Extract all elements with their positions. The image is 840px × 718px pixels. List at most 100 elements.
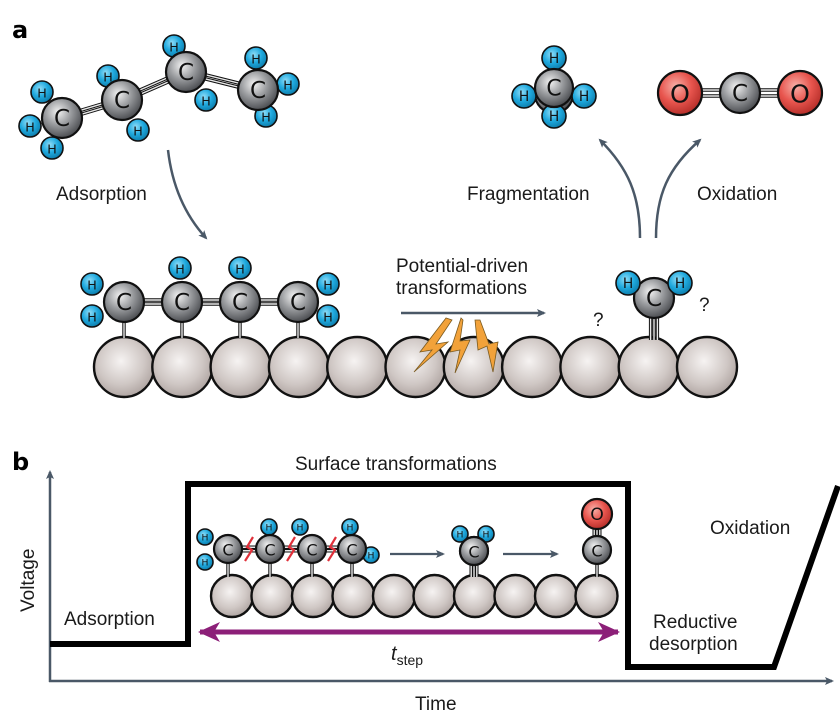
hydrogen-atom: H	[667, 270, 693, 296]
carbon-atom: C	[236, 68, 280, 112]
atom-symbol: H	[103, 70, 113, 85]
atom-sphere	[228, 256, 252, 280]
atom-sphere	[196, 553, 214, 571]
hydrogen-atom: H	[80, 304, 104, 328]
carbon-atom: C	[581, 534, 613, 566]
atom-symbol: H	[235, 262, 245, 277]
hydrogen-atom: H	[316, 304, 340, 328]
atom-symbol: C	[468, 543, 479, 562]
carbon-atom: C	[254, 533, 286, 565]
x-axis-label: Time	[415, 694, 457, 715]
oxidation-label-b: Oxidation	[710, 518, 790, 539]
reductive-label-line2: desorption	[649, 634, 738, 655]
hydrogen-atom: H	[571, 83, 597, 109]
atom-symbol: H	[323, 278, 333, 293]
atom-sphere	[580, 497, 614, 531]
hydrogen-atom: H	[126, 118, 150, 142]
lightning-bolts	[413, 317, 499, 374]
atom-sphere	[316, 272, 340, 296]
atom-sphere	[168, 256, 192, 280]
atom-symbol: H	[549, 51, 559, 67]
surface-atom	[326, 335, 389, 399]
atom-sphere	[451, 525, 469, 543]
atom-symbol: H	[202, 533, 209, 544]
atom-sphere	[80, 304, 104, 328]
atom-symbol: H	[175, 262, 185, 277]
atom-symbol: H	[87, 310, 97, 325]
oxygen-atom: O	[580, 497, 614, 531]
bond-break-mark	[327, 536, 337, 562]
atom-symbol: H	[169, 40, 179, 55]
atom-symbol: H	[47, 142, 57, 157]
hydrogen-atom: H	[40, 136, 64, 160]
transform-label-line2: transformations	[396, 278, 527, 299]
hydrogen-atom: H	[30, 80, 54, 104]
carbon-atom: C	[102, 280, 146, 324]
surface-atom	[533, 573, 579, 619]
atom-symbol: C	[250, 78, 266, 104]
atom-sphere	[336, 533, 368, 565]
hydrogen-atom: H	[18, 114, 42, 138]
surface-atom	[209, 335, 272, 399]
atom-symbol: H	[347, 523, 354, 534]
hydrogen-atom: H	[196, 553, 214, 571]
hydrogen-atom: H	[276, 72, 300, 96]
atom-symbol: C	[290, 290, 306, 316]
hydrogen-atom: H	[228, 256, 252, 280]
surface-atom	[574, 573, 619, 619]
atom-sphere	[196, 528, 214, 546]
atom-symbol: H	[675, 276, 685, 292]
oxygen-atom: O	[656, 69, 704, 117]
surface-atom	[371, 573, 417, 619]
atom-symbol: H	[261, 110, 271, 125]
atom-sphere	[667, 270, 693, 296]
surface-atom	[452, 573, 498, 619]
atom-symbol: C	[232, 290, 248, 316]
carbon-atom: C	[276, 280, 320, 324]
hydrogen-atom: H	[291, 518, 309, 536]
surface-a	[92, 335, 739, 399]
atom-sphere	[581, 534, 613, 566]
atom-sphere	[254, 533, 286, 565]
atom-symbol: H	[623, 276, 633, 292]
atom-sphere	[80, 272, 104, 296]
atom-symbol: H	[483, 530, 490, 541]
atom-sphere	[632, 276, 676, 320]
carbon-atom: C	[218, 280, 262, 324]
atom-symbol: O	[790, 80, 810, 109]
co-adsorbate-b: OC	[580, 497, 614, 577]
atom-sphere	[194, 88, 218, 112]
panel-a-label: a	[12, 16, 28, 44]
hydrogen-atom: H	[80, 272, 104, 296]
atom-sphere	[100, 78, 144, 122]
fragmentation-arrow	[598, 138, 642, 239]
atom-symbol: H	[579, 89, 589, 105]
atom-sphere	[18, 114, 42, 138]
atom-symbol: C	[346, 541, 357, 560]
surface-atom	[559, 335, 622, 399]
atom-symbol: C	[222, 541, 233, 560]
hydrogen-atom: H	[260, 518, 278, 536]
atom-sphere	[656, 69, 704, 117]
surface-atom	[412, 573, 457, 619]
carbon-atom: C	[40, 96, 84, 140]
atom-sphere	[458, 535, 490, 567]
atom-symbol: H	[266, 523, 273, 534]
surface-atom	[151, 335, 214, 399]
oxygen-atom: O	[776, 69, 824, 117]
carbon-atom: C	[296, 533, 328, 565]
hydrogen-atom: H	[168, 256, 192, 280]
atom-symbol: O	[670, 80, 690, 109]
surface-atom	[331, 573, 376, 619]
surface-b	[209, 573, 619, 619]
atom-symbol: H	[87, 278, 97, 293]
carbon-atom: C	[533, 67, 575, 109]
atom-sphere	[218, 280, 262, 324]
fragmentation-label: Fragmentation	[467, 184, 590, 205]
surface-atom	[250, 573, 295, 619]
